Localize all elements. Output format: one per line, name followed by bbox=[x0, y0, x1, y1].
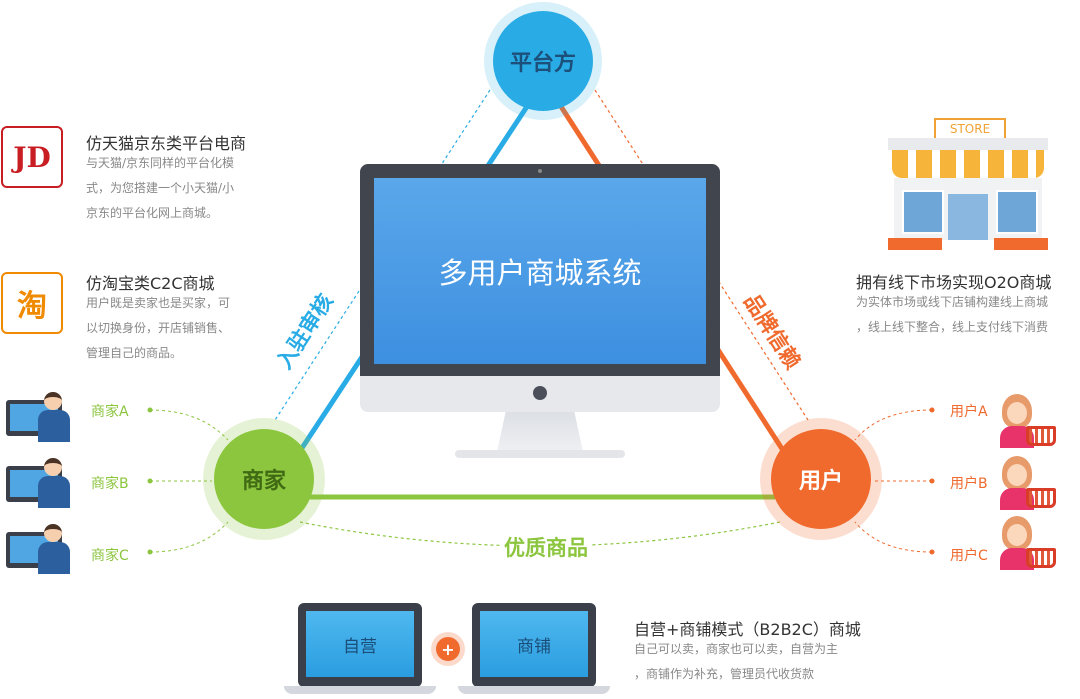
power-button-icon bbox=[533, 386, 547, 400]
store-icon: STORE bbox=[888, 118, 1048, 252]
store-sign-text: STORE bbox=[949, 122, 991, 136]
taobao-title: 仿淘宝类C2C商城 bbox=[86, 274, 215, 293]
laptop-self-operated-base bbox=[284, 686, 436, 694]
laptop-self-operated-label: 自营 bbox=[343, 636, 377, 657]
edge-label-quality: 优质商品 bbox=[500, 532, 592, 562]
o2o-description-line-2: ，线上线下整合，线上支付线下消费 bbox=[856, 320, 1049, 334]
user-b-shopper-icon bbox=[1000, 456, 1060, 510]
laptop-store-base bbox=[458, 686, 610, 694]
monitor: 多用户商城系统 bbox=[360, 164, 720, 412]
taobao-description-line-2: 以切换身份，开店铺销售、 bbox=[86, 321, 231, 335]
merchant-c-avatar-icon bbox=[6, 524, 76, 574]
merchant-a-label: 商家A bbox=[91, 404, 129, 420]
user-b-label: 用户B bbox=[950, 476, 988, 492]
jd-title: 仿天猫京东类平台电商 bbox=[86, 134, 247, 153]
merchant-b-label: 商家B bbox=[91, 476, 129, 492]
plus-sign: + bbox=[441, 639, 455, 659]
b2b2c-title: 自营+商铺模式（B2B2C）商城 bbox=[634, 620, 861, 639]
merchant-node: 商家 bbox=[203, 418, 325, 540]
monitor-stand bbox=[497, 412, 583, 452]
taobao-description-line-1: 用户既是卖家也是买家，可 bbox=[86, 296, 231, 310]
taobao-logo-text: 淘 bbox=[17, 289, 47, 324]
monitor-chin bbox=[360, 376, 720, 412]
user-a-label: 用户A bbox=[950, 404, 988, 420]
platform-node: 平台方 bbox=[484, 2, 602, 120]
plus-icon: + bbox=[431, 632, 465, 666]
laptop-self-operated: 自营 bbox=[298, 603, 422, 687]
user-node: 用户 bbox=[760, 418, 882, 540]
o2o-title: 拥有线下市场实现O2O商城 bbox=[856, 273, 1052, 292]
jd-description-line-2: 式，为您搭建一个小天猫/小 bbox=[86, 181, 235, 195]
jd-logo: JD bbox=[1, 126, 63, 188]
o2o-description-line-1: 为实体市场或线下店铺构建线上商城 bbox=[856, 295, 1049, 309]
laptop-store: 商铺 bbox=[472, 603, 596, 687]
jd-description-line-3: 京东的平台化网上商城。 bbox=[86, 206, 219, 220]
merchant-a-avatar-icon bbox=[6, 392, 76, 442]
taobao-logo: 淘 bbox=[1, 272, 63, 334]
merchant-label: 商家 bbox=[241, 469, 286, 494]
monitor-title: 多用户商城系统 bbox=[438, 256, 642, 290]
user-c-shopper-icon bbox=[1000, 516, 1060, 570]
platform-label: 平台方 bbox=[509, 51, 576, 76]
store-awning bbox=[892, 150, 1044, 178]
store-sign: STORE bbox=[934, 118, 1006, 140]
laptop-store-label: 商铺 bbox=[517, 636, 551, 657]
monitor-foot bbox=[455, 450, 625, 458]
jd-logo-text: JD bbox=[13, 140, 51, 174]
merchant-c-label: 商家C bbox=[91, 548, 129, 564]
monitor-camera bbox=[538, 169, 542, 173]
monitor-screen: 多用户商城系统 bbox=[374, 178, 706, 364]
taobao-description-line-3: 管理自己的商品。 bbox=[86, 346, 183, 360]
user-a-shopper-icon bbox=[1000, 394, 1060, 448]
basket-icon bbox=[1026, 426, 1056, 446]
merchant-b-avatar-icon bbox=[6, 458, 76, 508]
b2b2c-description-line-2: ，商铺作为补充，管理员代收货款 bbox=[634, 667, 815, 681]
user-label: 用户 bbox=[798, 469, 843, 494]
basket-icon bbox=[1026, 548, 1056, 568]
b2b2c-description-line-1: 自己可以卖，商家也可以卖，自营为主 bbox=[634, 642, 839, 656]
user-c-label: 用户C bbox=[950, 548, 988, 564]
basket-icon bbox=[1026, 488, 1056, 508]
jd-description-line-1: 与天猫/京东同样的平台化模 bbox=[86, 156, 235, 170]
